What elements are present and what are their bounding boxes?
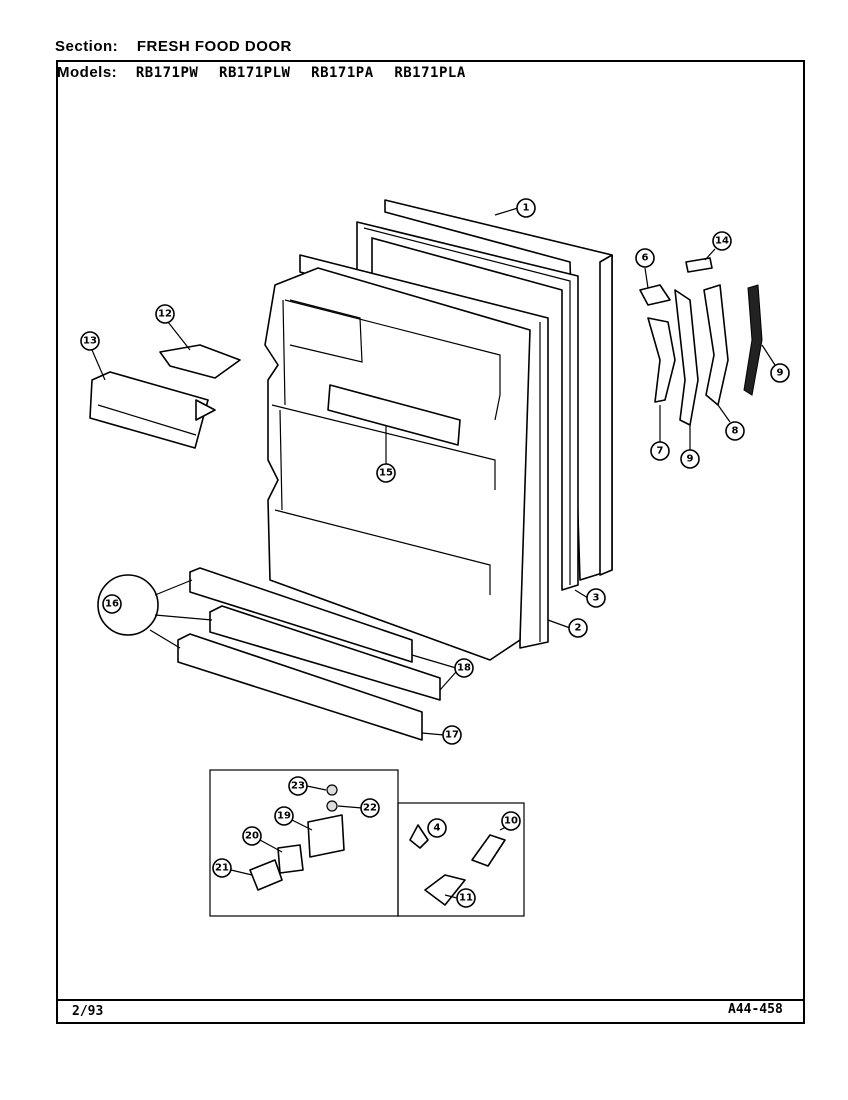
callout-14: 14: [704, 231, 732, 261]
callout-17: 17: [421, 725, 462, 745]
callout-7-label: 7: [657, 446, 664, 457]
callout-9: 9: [761, 344, 790, 383]
callout-7: 7: [650, 405, 670, 461]
callout-20-label: 20: [245, 831, 259, 842]
callout-2-label: 2: [575, 623, 582, 634]
callout-4: 4: [427, 818, 447, 838]
section-label: Section:: [55, 38, 119, 55]
models-header: Models: RB171PW RB171PLW RB171PA RB171PL…: [57, 64, 482, 81]
callout-17-label: 17: [445, 730, 459, 741]
models-label: Models:: [57, 64, 118, 81]
callout-23: 23: [288, 776, 327, 796]
callout-18-label: 18: [457, 663, 471, 674]
callout-22-label: 22: [363, 803, 377, 814]
callout-14-label: 14: [715, 236, 729, 247]
callout-9-lower-label: 9: [687, 454, 694, 465]
callout-2: 2: [547, 618, 588, 638]
callout-13-label: 13: [83, 336, 97, 347]
callout-9-label: 9: [777, 368, 784, 379]
model-number: RB171PW: [135, 65, 199, 81]
model-number: RB171PA: [311, 65, 374, 81]
callout-23-label: 23: [291, 781, 305, 792]
diagram-frame: [56, 60, 805, 1024]
callout-1-label: 1: [523, 203, 530, 214]
callout-3-label: 3: [593, 593, 600, 604]
inner-door-liner: [264, 267, 531, 661]
diagram-number: A44-458: [728, 1002, 783, 1017]
model-number: RB171PLW: [219, 65, 291, 81]
model-number: RB171PLA: [394, 65, 466, 81]
outer-door-panel: [384, 199, 613, 581]
hinge-parts: [639, 257, 763, 426]
section-value: FRESH FOOD DOOR: [136, 38, 292, 55]
callout-8-label: 8: [732, 426, 739, 437]
door-liner: [299, 254, 549, 649]
callout-10: 10: [499, 811, 521, 831]
callout-1: 1: [494, 198, 536, 218]
callout-20: 20: [242, 826, 283, 853]
callout-19: 19: [274, 806, 313, 831]
callout-15-label: 15: [379, 468, 393, 479]
footer-divider: [56, 999, 805, 1001]
callout-16: 16: [102, 594, 122, 614]
callout-18: 18: [411, 654, 474, 691]
callout-19-label: 19: [277, 811, 291, 822]
section-header: Section: FRESH FOOD DOOR: [55, 38, 292, 55]
callout-11: 11: [444, 888, 476, 908]
inset-left: [209, 769, 399, 917]
callout-13: 13: [80, 331, 106, 381]
callout-4-label: 4: [434, 823, 441, 834]
callout-15: 15: [376, 425, 396, 483]
callout-21-label: 21: [215, 863, 229, 874]
callout-12: 12: [155, 304, 191, 351]
callout-22: 22: [337, 798, 380, 818]
inset-right: [397, 802, 525, 917]
small-shelf-bin: [159, 344, 241, 379]
callout-11-label: 11: [459, 893, 473, 904]
callout-6: 6: [635, 248, 655, 289]
callout-9-lower: 9: [680, 425, 700, 469]
revision-date: 2/93: [72, 1004, 104, 1019]
callout-6-label: 6: [642, 253, 649, 264]
callout-3: 3: [574, 588, 606, 608]
callout-16-label: 16: [105, 599, 119, 610]
callout-10-label: 10: [504, 816, 518, 827]
callout-21: 21: [212, 858, 253, 878]
callout-8: 8: [717, 404, 745, 441]
door-shelf-bars: [97, 567, 441, 741]
callout-12-label: 12: [158, 309, 172, 320]
dairy-compartment-door: [89, 371, 216, 449]
